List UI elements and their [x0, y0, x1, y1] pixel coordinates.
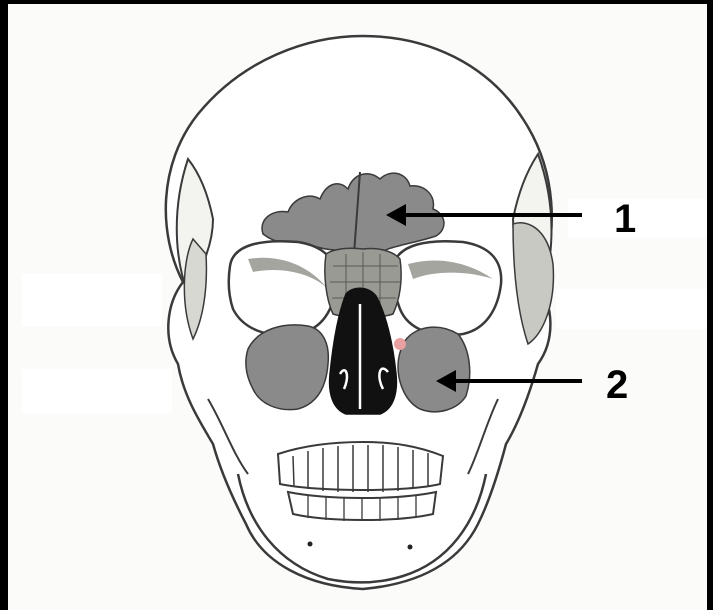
left-orbit	[229, 241, 336, 335]
mask-strip	[556, 289, 707, 329]
mental-foramen-right	[408, 545, 413, 550]
mask-strip	[22, 274, 162, 326]
left-maxillary-sinus	[246, 325, 328, 410]
diagram-frame: 1 2	[8, 4, 707, 610]
mask-strip	[22, 369, 172, 413]
skull-illustration	[8, 4, 707, 610]
callout-label-1: 1	[614, 199, 636, 239]
upper-jaw	[278, 442, 443, 490]
right-maxillary-sinus	[398, 327, 470, 412]
right-orbit	[393, 241, 501, 335]
maxillary-accent	[394, 338, 406, 350]
callout-label-2: 2	[606, 365, 628, 405]
mask-strip	[568, 199, 707, 237]
mental-foramen-left	[308, 542, 313, 547]
